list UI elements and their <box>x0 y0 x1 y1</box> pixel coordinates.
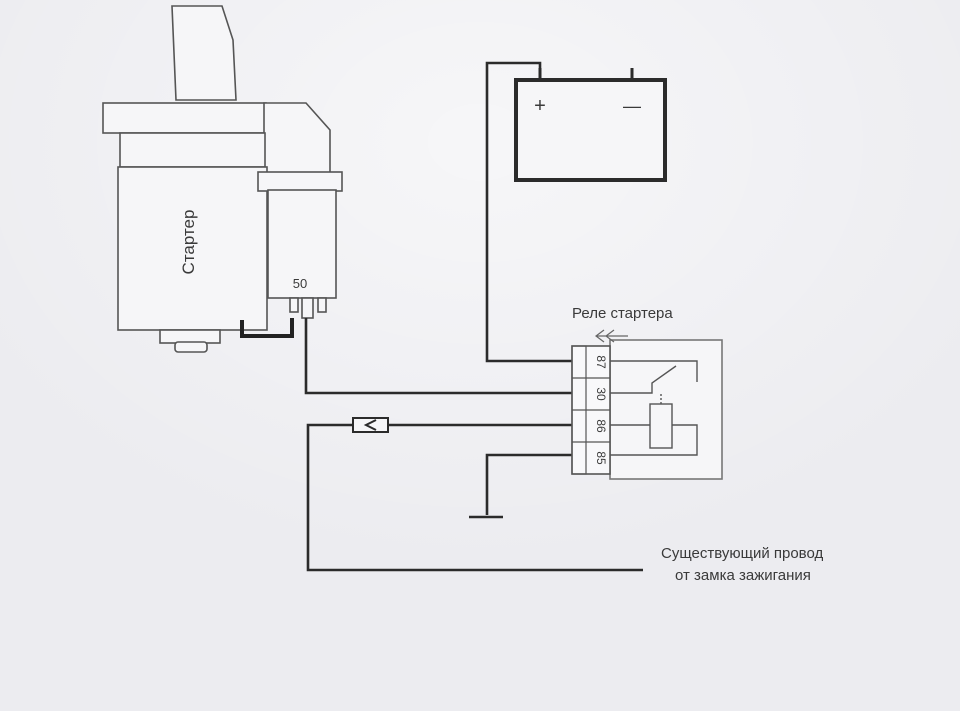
relay-pin-85: 85 <box>594 451 608 465</box>
wire-50-to-30 <box>304 318 572 395</box>
starter <box>102 5 343 353</box>
relay-contact-87 <box>610 360 698 382</box>
wire-note-line1: Существующий провод <box>661 545 823 562</box>
relay-coil-lead-85 <box>610 424 698 456</box>
starter-body <box>117 166 268 331</box>
solenoid-terminal-post <box>289 297 299 313</box>
ground-strap <box>240 318 294 338</box>
relay-pin-87: 87 <box>594 355 608 369</box>
relay-switch <box>610 365 677 394</box>
wire-battery-to-87 <box>485 61 572 363</box>
battery <box>514 68 667 182</box>
wire-note-line2: от замка зажигания <box>675 567 811 584</box>
battery-case <box>514 78 667 182</box>
starter-body-top <box>119 132 266 168</box>
terminal-50-label: 50 <box>293 276 307 291</box>
inline-connector <box>352 417 389 433</box>
terminal-50-post <box>301 297 314 319</box>
relay-title: Реле стартера <box>572 305 673 322</box>
starter-shaft-housing <box>159 329 221 344</box>
wire-ignition <box>306 423 643 572</box>
relay-mount-arrows <box>595 329 628 343</box>
battery-minus-sign: — <box>623 96 641 116</box>
solenoid-body <box>267 189 337 299</box>
starter-relay <box>571 329 723 480</box>
battery-plus-sign: + <box>534 95 546 117</box>
wire-85-to-ground <box>485 453 572 515</box>
wires <box>304 61 643 572</box>
solenoid-terminal-post <box>317 297 327 313</box>
starter-shaft-end <box>174 341 208 353</box>
relay-internal-circuit <box>610 360 698 456</box>
starter-mount-bracket <box>171 5 237 101</box>
relay-pin-30: 30 <box>594 387 608 401</box>
starter-flange <box>102 102 267 134</box>
relay-pin-86: 86 <box>594 419 608 433</box>
solenoid-clamp <box>257 171 343 192</box>
starter-label: Стартер <box>179 210 198 275</box>
